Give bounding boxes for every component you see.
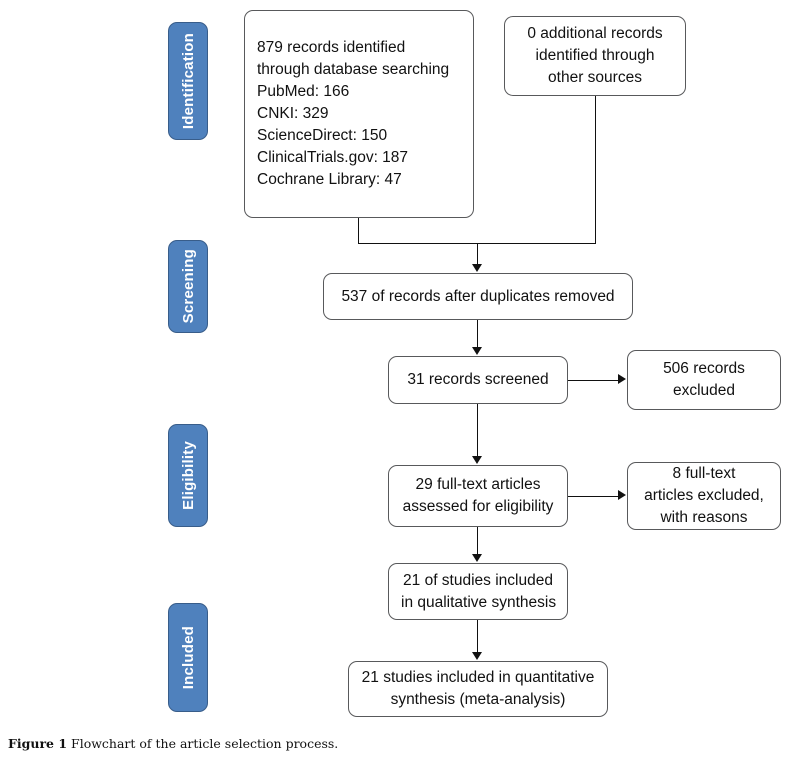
connector-screened-to-excluded bbox=[568, 380, 619, 381]
box-fulltext-excluded-line-2: articles excluded, bbox=[644, 487, 764, 504]
box-fulltext-excluded-line-3: with reasons bbox=[660, 509, 748, 526]
box-fulltext-assessed-line-2: assessed for eligibility bbox=[402, 498, 554, 515]
box-quantitative-synthesis-line-1: 21 studies included in quantitative bbox=[361, 669, 595, 686]
box-qualitative-synthesis-line-1: 21 of studies included bbox=[403, 571, 553, 589]
box-other-sources-line-2: identified through bbox=[535, 47, 655, 64]
connector-duplicates-to-screened bbox=[477, 320, 478, 347]
box-fulltext-assessed: 29 full-text articles assessed for eligi… bbox=[388, 465, 568, 527]
arrowhead-fulltext-to-qualitative bbox=[472, 554, 482, 562]
arrowhead-screened-to-excluded bbox=[618, 374, 626, 384]
box-other-sources: 0 additional records identified through … bbox=[504, 16, 686, 96]
stage-tab-eligibility: Eligibility bbox=[168, 424, 208, 527]
box-duplicates-removed: 537 of records after duplicates removed bbox=[323, 273, 633, 320]
box-quantitative-synthesis: 21 studies included in quantitative synt… bbox=[348, 661, 608, 717]
stage-tab-included-label: Included bbox=[179, 625, 197, 690]
stage-tab-identification: Identification bbox=[168, 22, 208, 140]
box-database-search-line-5: ScienceDirect: 150 bbox=[257, 127, 388, 144]
figure-caption: Figure 1 Flowchart of the article select… bbox=[8, 736, 338, 751]
box-records-screened-line-1: 31 records screened bbox=[407, 371, 549, 388]
figure-caption-label: Figure 1 bbox=[8, 736, 68, 751]
box-fulltext-excluded-line-1: 8 full-text bbox=[672, 465, 736, 482]
connector-fulltext-to-excluded bbox=[568, 496, 619, 497]
stage-tab-eligibility-label: Eligibility bbox=[179, 441, 197, 510]
box-database-search-line-4: CNKI: 329 bbox=[257, 105, 329, 122]
box-records-screened: 31 records screened bbox=[388, 356, 568, 404]
connector-other-sources-drop bbox=[595, 96, 596, 243]
stage-tab-identification-label: Identification bbox=[179, 32, 197, 130]
box-database-search-line-1: 879 records identified bbox=[257, 39, 406, 56]
stage-tab-included: Included bbox=[168, 603, 208, 712]
arrowhead-screened-to-fulltext bbox=[472, 456, 482, 464]
connector-merge-to-duplicates bbox=[477, 243, 478, 266]
figure-caption-text: Flowchart of the article selection proce… bbox=[71, 736, 339, 751]
arrowhead-qualitative-to-quantitative bbox=[472, 652, 482, 660]
box-records-excluded-line-1: 506 records bbox=[663, 360, 745, 377]
arrowhead-merge-to-duplicates bbox=[472, 264, 482, 272]
box-quantitative-synthesis-line-2: synthesis (meta-analysis) bbox=[390, 691, 566, 708]
box-qualitative-synthesis-line-2: in qualitative synthesis bbox=[401, 593, 557, 611]
box-fulltext-assessed-line-1: 29 full-text articles bbox=[415, 476, 541, 493]
stage-tab-screening-label: Screening bbox=[179, 249, 197, 324]
box-database-search: 879 records identified through database … bbox=[244, 10, 474, 218]
box-database-search-line-6: ClinicalTrials.gov: 187 bbox=[257, 149, 409, 166]
box-qualitative-synthesis: 21 of studies included in qualitative sy… bbox=[388, 563, 568, 620]
arrowhead-fulltext-to-excluded bbox=[618, 490, 626, 500]
connector-database-search-drop bbox=[358, 218, 359, 243]
arrowhead-duplicates-to-screened bbox=[472, 347, 482, 355]
box-database-search-line-2: through database searching bbox=[257, 61, 450, 78]
box-database-search-line-7: Cochrane Library: 47 bbox=[257, 171, 402, 188]
stage-tab-screening: Screening bbox=[168, 240, 208, 333]
box-other-sources-line-1: 0 additional records bbox=[527, 25, 663, 42]
connector-screened-to-fulltext bbox=[477, 404, 478, 456]
box-database-search-line-3: PubMed: 166 bbox=[257, 83, 350, 100]
box-duplicates-removed-line-1: 537 of records after duplicates removed bbox=[341, 287, 615, 305]
box-other-sources-line-3: other sources bbox=[548, 69, 642, 86]
box-records-excluded: 506 records excluded bbox=[627, 350, 781, 410]
box-records-excluded-line-2: excluded bbox=[672, 382, 736, 399]
box-fulltext-excluded: 8 full-text articles excluded, with reas… bbox=[627, 462, 781, 530]
connector-qualitative-to-quantitative bbox=[477, 620, 478, 652]
connector-fulltext-to-qualitative bbox=[477, 527, 478, 554]
